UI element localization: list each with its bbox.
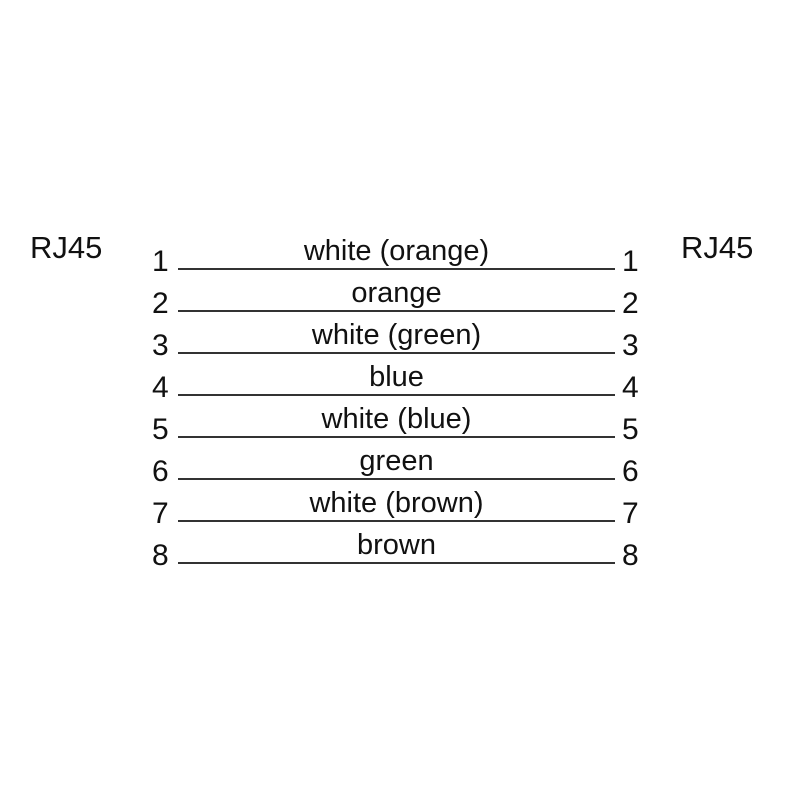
right-connector-label: RJ45: [681, 230, 754, 265]
left-pin-number: 8: [152, 539, 169, 572]
wire-label: white (orange): [303, 235, 490, 267]
wire-label: white (green): [311, 319, 482, 351]
right-pin-number: 5: [622, 413, 639, 446]
wire-line: [178, 268, 615, 270]
wire-line: [178, 436, 615, 438]
left-pin-number: 6: [152, 455, 169, 488]
right-pin-number: 3: [622, 329, 639, 362]
wire-label: white (brown): [309, 487, 484, 519]
wire-line: [178, 520, 615, 522]
right-pin-number: 7: [622, 497, 639, 530]
left-pin-number: 4: [152, 371, 169, 404]
left-pin-number: 7: [152, 497, 169, 530]
wire-line: [178, 478, 615, 480]
right-pin-number: 1: [622, 245, 639, 278]
right-pin-number: 2: [622, 287, 639, 320]
wire-label: orange: [351, 277, 442, 309]
right-pin-number: 6: [622, 455, 639, 488]
right-pin-number: 4: [622, 371, 639, 404]
wire-label: green: [359, 445, 434, 477]
left-pin-number: 2: [152, 287, 169, 320]
wire-line: [178, 394, 615, 396]
wire-label: white (blue): [321, 403, 472, 435]
left-connector-label: RJ45: [30, 230, 103, 265]
left-pin-number: 5: [152, 413, 169, 446]
wire-label: blue: [369, 361, 424, 393]
wire-line: [178, 310, 615, 312]
wire-line: [178, 562, 615, 564]
wire-label: brown: [357, 529, 436, 561]
left-pin-number: 1: [152, 245, 169, 278]
right-pin-number: 8: [622, 539, 639, 572]
wire-line: [178, 352, 615, 354]
left-pin-number: 3: [152, 329, 169, 362]
